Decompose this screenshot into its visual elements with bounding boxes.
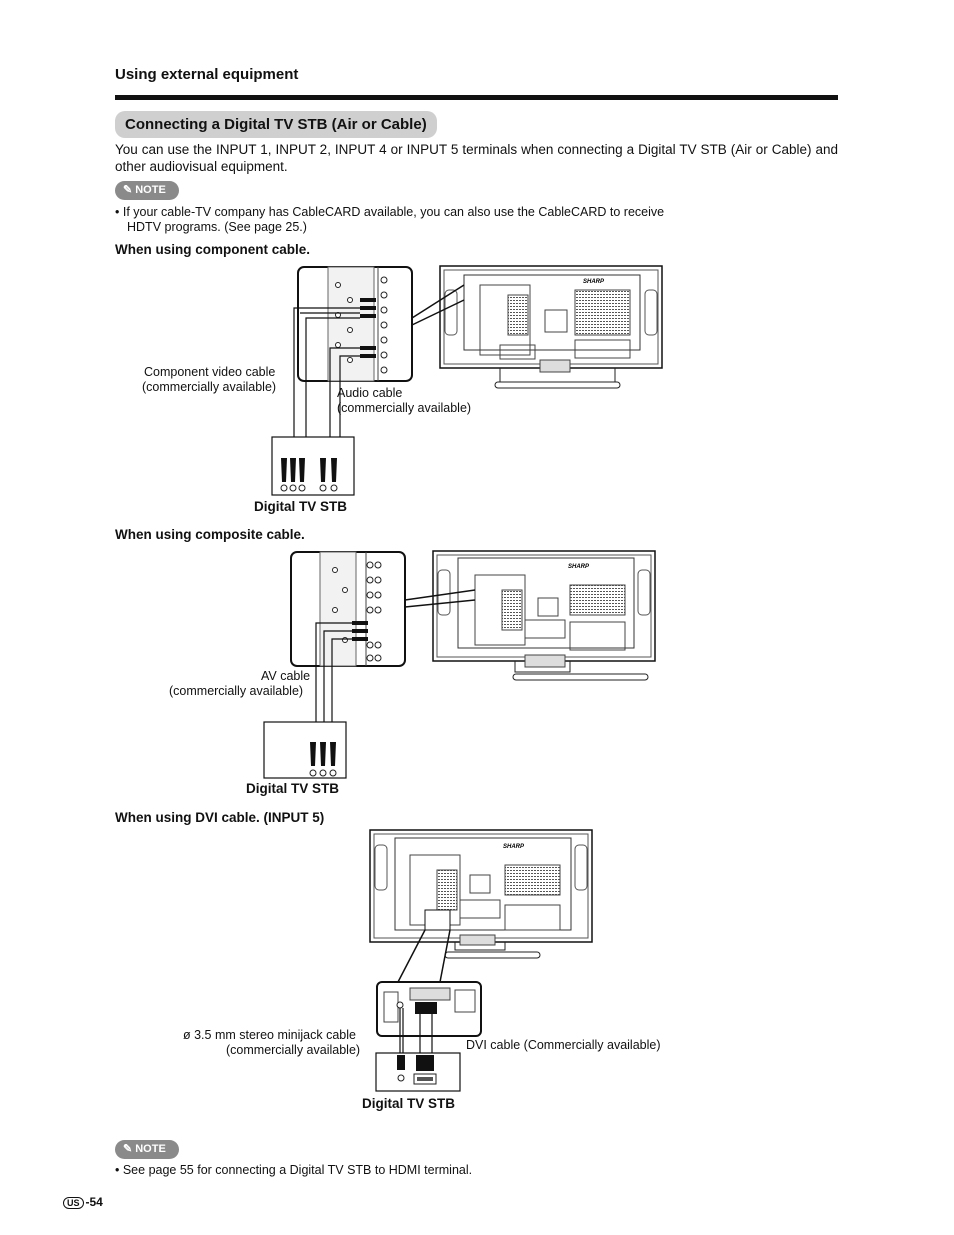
dvi-cable-label: DVI cable (Commercially available)	[466, 1038, 661, 1052]
component-video-cable-label: Component video cable	[144, 365, 276, 379]
tv-rear-panel-component: SHARP	[439, 265, 663, 389]
tv-brand-logo: SHARP	[568, 564, 590, 570]
component-video-cable-sub: (commercially available)	[142, 380, 277, 394]
region-badge: US	[63, 1197, 84, 1209]
av-cable-label: AV cable	[261, 669, 311, 683]
terminal-closeup-composite	[290, 551, 476, 667]
tv-rear-panel-dvi: SHARP	[369, 829, 593, 983]
section-title: Using external equipment	[115, 66, 299, 83]
audio-cable-label: Audio cable	[337, 386, 403, 400]
page-number: US-54	[63, 1195, 103, 1209]
av-cable-sub: (commercially available)	[169, 684, 304, 698]
note-bullet-cont: HDTV programs. (See page 25.)	[127, 220, 307, 234]
tv-brand-logo: SHARP	[503, 844, 525, 850]
dvi-heading: When using DVI cable. (INPUT 5)	[115, 810, 325, 825]
terminal-closeup-dvi	[376, 981, 482, 1037]
stb-label-component: Digital TV STB	[254, 499, 348, 514]
page-title: Connecting a Digital TV STB (Air or Cabl…	[115, 111, 437, 138]
digital-tv-stb-composite	[263, 721, 347, 779]
component-heading: When using component cable.	[115, 242, 311, 257]
audio-cable-sub: (commercially available)	[337, 401, 472, 415]
digital-tv-stb-dvi	[375, 1052, 461, 1092]
minijack-cable-sub: (commercially available)	[226, 1043, 361, 1057]
minijack-cable-label: ø 3.5 mm stereo minijack cable	[183, 1028, 356, 1042]
note-bullet: • If your cable-TV company has CableCARD…	[115, 205, 665, 219]
note-badge: ✎NOTE	[115, 181, 179, 200]
note-label: NOTE	[135, 184, 166, 196]
composite-heading: When using composite cable.	[115, 527, 305, 542]
component-cables	[293, 307, 360, 462]
section-divider	[115, 95, 838, 100]
pencil-icon: ✎	[123, 184, 133, 196]
tv-brand-logo: SHARP	[583, 279, 605, 285]
stb-label-dvi: Digital TV STB	[362, 1096, 456, 1111]
av-cable	[315, 622, 352, 738]
intro-paragraph: You can use the INPUT 1, INPUT 2, INPUT …	[115, 142, 838, 174]
pencil-icon: ✎	[123, 1143, 133, 1155]
note-badge-2: ✎NOTE	[115, 1140, 179, 1159]
tv-rear-panel-composite: SHARP	[432, 550, 656, 681]
terminal-closeup-component	[297, 266, 465, 382]
digital-tv-stb-component	[271, 436, 355, 496]
note-bullet-2: • See page 55 for connecting a Digital T…	[115, 1163, 473, 1177]
page-number-text: -54	[85, 1195, 103, 1209]
stb-label-composite: Digital TV STB	[246, 781, 340, 796]
note-label: NOTE	[135, 1143, 166, 1155]
